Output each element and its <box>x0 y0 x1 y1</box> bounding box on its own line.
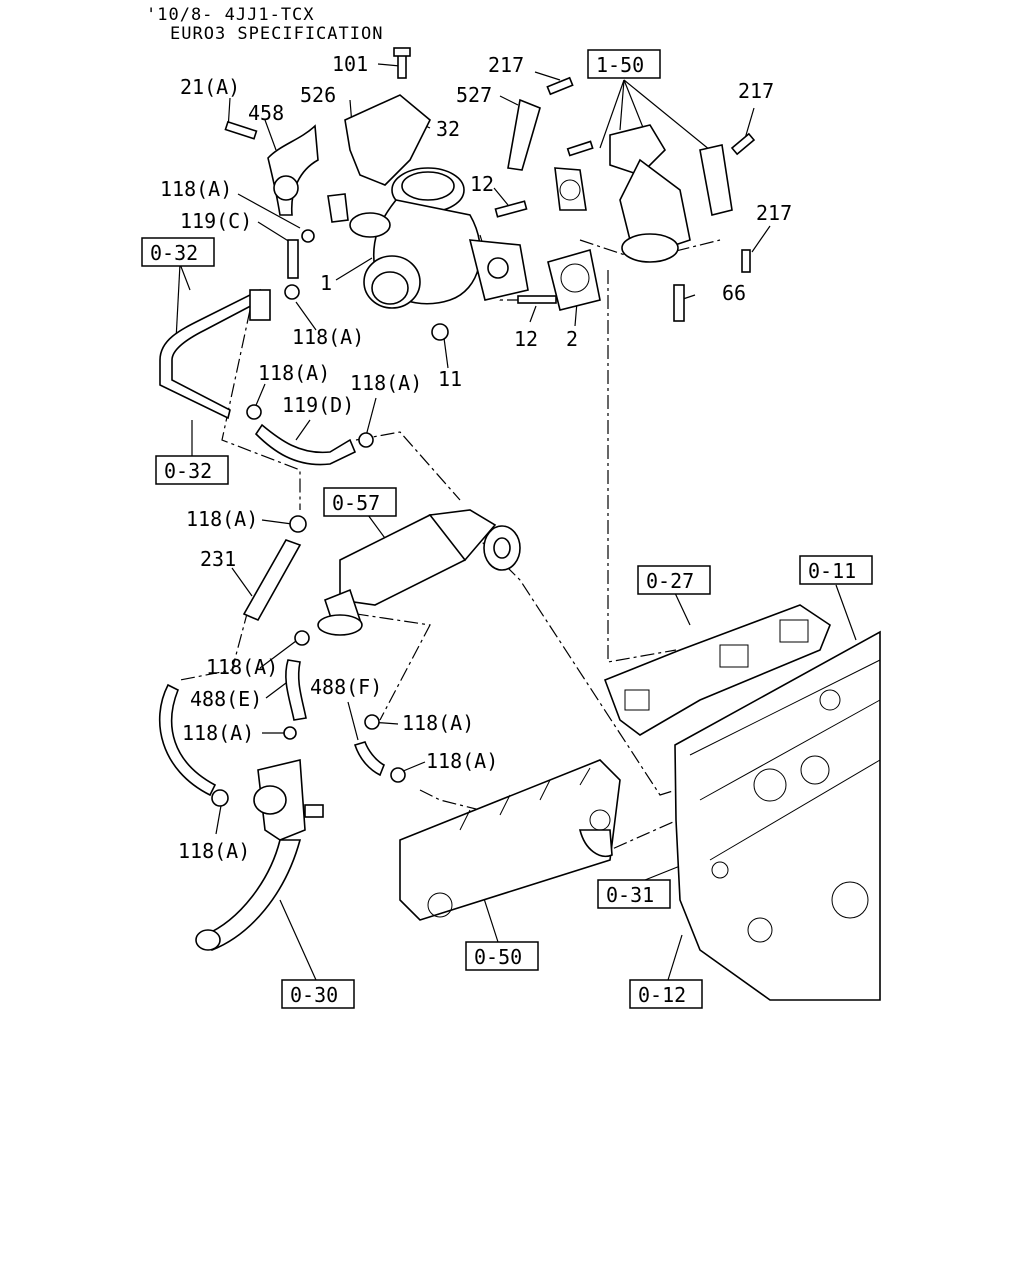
ref-box-0-30[interactable]: 0-30 <box>281 979 355 1009</box>
oil-feed-pipe <box>224 120 319 216</box>
callout-488f: 488(F) <box>310 675 382 699</box>
header-model: '10/8- 4JJ1-TCX <box>146 5 315 25</box>
callout-66: 66 <box>722 281 746 305</box>
ref-box-0-27[interactable]: 0-27 <box>637 565 711 595</box>
callout-2: 2 <box>566 327 578 351</box>
callout-118a: 118(A) <box>292 325 364 349</box>
callout-1: 1 <box>320 271 332 295</box>
callout-488e: 488(E) <box>190 687 262 711</box>
svg-text:0-31: 0-31 <box>606 883 654 907</box>
svg-text:0-30: 0-30 <box>290 983 338 1007</box>
callout-118a: 118(A) <box>350 371 422 395</box>
callout-12: 12 <box>514 327 538 351</box>
callout-32: 32 <box>436 117 460 141</box>
ref-box-0-32[interactable]: 0-32 <box>141 237 215 267</box>
callout-118a: 118(A) <box>258 361 330 385</box>
svg-text:0-32: 0-32 <box>164 459 212 483</box>
ref-box-0-57[interactable]: 0-57 <box>323 487 397 517</box>
callout-118a: 118(A) <box>426 749 498 773</box>
turbocharger <box>349 167 529 341</box>
engine-block <box>674 630 881 1001</box>
callout-217: 217 <box>738 79 774 103</box>
svg-text:0-50: 0-50 <box>474 945 522 969</box>
callout-118a: 118(A) <box>178 839 250 863</box>
callout-21a: 21(A) <box>180 75 240 99</box>
heat-shield <box>344 94 431 186</box>
callout-118a: 118(A) <box>402 711 474 735</box>
callout-118a: 118(A) <box>160 177 232 201</box>
svg-text:1-50: 1-50 <box>596 53 644 77</box>
exhaust-manifold <box>603 604 831 736</box>
svg-text:0-11: 0-11 <box>808 559 856 583</box>
water-outlet-pipe <box>195 759 324 952</box>
water-pipes <box>158 229 406 807</box>
header-spec: EURO3 SPECIFICATION <box>170 24 383 44</box>
callout-101: 101 <box>332 52 368 76</box>
ref-box-0-11[interactable]: 0-11 <box>799 555 873 585</box>
egr-cooler <box>317 509 521 636</box>
gasket-group <box>327 167 601 311</box>
callout-458: 458 <box>248 101 284 125</box>
callout-217: 217 <box>756 201 792 225</box>
callout-118a: 118(A) <box>186 507 258 531</box>
studs <box>393 47 756 322</box>
svg-text:0-57: 0-57 <box>332 491 380 515</box>
exhaust-pipe <box>609 124 733 263</box>
bracket <box>507 98 541 171</box>
svg-text:0-27: 0-27 <box>646 569 694 593</box>
callout-527: 527 <box>456 83 492 107</box>
callout-118a: 118(A) <box>206 655 278 679</box>
ref-box-0-31[interactable]: 0-31 <box>597 879 671 909</box>
callout-119c: 119(C) <box>180 209 252 233</box>
callout-labels: 101 217 21(A) 526 527 458 32 217 118(A) … <box>160 52 792 863</box>
svg-text:0-32: 0-32 <box>150 241 198 265</box>
callout-119d: 119(D) <box>282 393 354 417</box>
ref-box-0-32[interactable]: 0-32 <box>155 455 229 485</box>
intake-manifold <box>399 759 621 921</box>
svg-text:0-12: 0-12 <box>638 983 686 1007</box>
callout-526: 526 <box>300 83 336 107</box>
callout-11: 11 <box>438 367 462 391</box>
callout-217: 217 <box>488 53 524 77</box>
callout-231: 231 <box>200 547 236 571</box>
callout-118a: 118(A) <box>182 721 254 745</box>
callout-12: 12 <box>470 172 494 196</box>
ref-box-1-50[interactable]: 1-50 <box>587 49 661 79</box>
ref-box-0-12[interactable]: 0-12 <box>629 979 703 1009</box>
ref-box-0-50[interactable]: 0-50 <box>465 941 539 971</box>
